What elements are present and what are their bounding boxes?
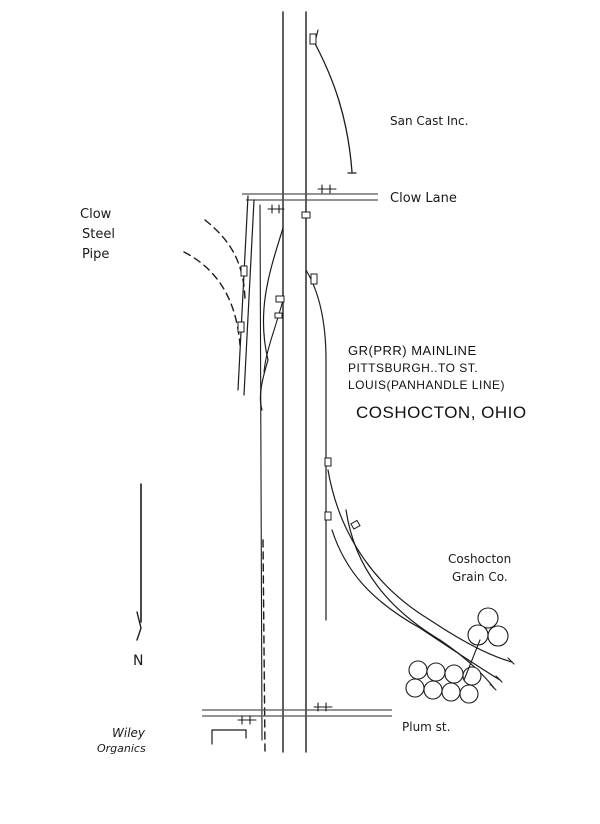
plum-st-label: Plum st. xyxy=(402,720,450,734)
switch-stand-icon xyxy=(237,321,245,333)
east-siding xyxy=(305,269,332,621)
grade-crossing-icon xyxy=(267,204,285,214)
wiley-label-1: Wiley xyxy=(112,726,146,740)
switch-stand-icon xyxy=(309,33,317,45)
mainline-label-3: LOUIS(PANHANDLE LINE) xyxy=(348,378,505,392)
mainline-label-2: PITTSBURGH..TO ST. xyxy=(348,361,478,375)
grain-spur-tracks xyxy=(327,469,515,691)
mainline-label-1: GR(PRR) MAINLINE xyxy=(348,343,477,358)
switch-stand-icon xyxy=(350,519,361,530)
clow-lane-label: Clow Lane xyxy=(390,191,457,206)
wiley-label-2: Organics xyxy=(97,742,146,755)
north-arrow-icon xyxy=(136,483,142,641)
grade-crossing-icon xyxy=(237,715,257,725)
switch-stand-icon xyxy=(310,273,318,285)
san-cast-spur xyxy=(309,29,357,174)
grade-crossing-icon xyxy=(313,702,333,712)
north-label: N xyxy=(133,653,143,669)
grain-co-label-2: Grain Co. xyxy=(452,570,508,584)
mainline-tracks xyxy=(259,11,307,753)
plum-st-road xyxy=(202,702,392,745)
switch-stand-icon xyxy=(240,265,248,277)
switch-stand-icon xyxy=(274,312,283,319)
clow-spur-tracks xyxy=(183,195,311,411)
clow-steel-pipe-label-2: Steel xyxy=(82,227,115,242)
grade-crossing-icon xyxy=(317,184,337,194)
clow-lane-road xyxy=(242,184,378,214)
grain-co-label-1: Coshocton xyxy=(448,552,511,566)
clow-steel-pipe-label-3: Pipe xyxy=(82,247,109,262)
switch-stand-icon xyxy=(301,211,311,219)
san-cast-label: San Cast Inc. xyxy=(390,114,468,128)
grain-silo-icon xyxy=(405,607,509,704)
switch-stand-icon xyxy=(324,511,332,521)
switch-stand-icon xyxy=(275,295,285,303)
switch-stand-icon xyxy=(324,457,332,467)
clow-steel-pipe-label-1: Clow xyxy=(80,207,112,222)
town-label: COSHOCTON, OHIO xyxy=(356,403,527,422)
